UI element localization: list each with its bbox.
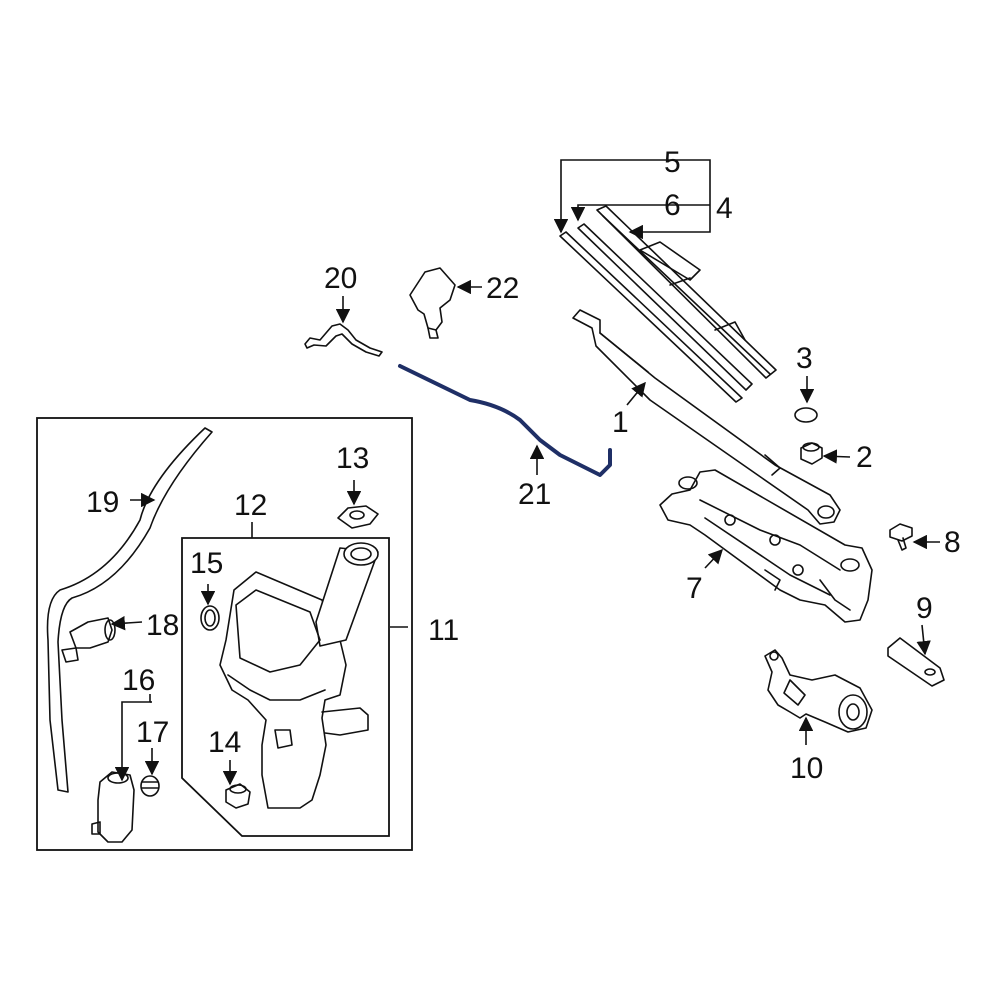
callout-14[interactable]: 14: [208, 726, 241, 759]
callout-10[interactable]: 10: [790, 752, 823, 785]
wiper-arm[interactable]: [572, 309, 841, 525]
callout-9[interactable]: 9: [916, 592, 933, 625]
callout-18[interactable]: 18: [146, 609, 179, 642]
wiper-blade-refill[interactable]: [559, 223, 753, 403]
washer-kit-frame: [36, 417, 413, 851]
washer-hose-highlighted[interactable]: [398, 364, 612, 477]
wiper-blade-assembly[interactable]: [596, 205, 777, 379]
callout-19[interactable]: 19: [86, 486, 119, 519]
hose-clip[interactable]: [304, 323, 383, 357]
callout-13[interactable]: 13: [336, 442, 369, 475]
washer-ring[interactable]: [794, 407, 818, 423]
callout-16[interactable]: 16: [122, 664, 155, 697]
callout-8[interactable]: 8: [944, 526, 961, 559]
callout-12[interactable]: 12: [234, 489, 267, 522]
callout-2[interactable]: 2: [856, 441, 873, 474]
reservoir-grommet[interactable]: [200, 605, 220, 631]
callout-7[interactable]: 7: [686, 572, 703, 605]
reservoir-subframe: [181, 537, 390, 837]
callout-20[interactable]: 20: [324, 262, 357, 295]
leader-lines: [110, 159, 940, 786]
callout-11[interactable]: 11: [428, 614, 459, 647]
callout-5[interactable]: 5: [664, 146, 681, 179]
washer-hose-long[interactable]: [46, 427, 213, 793]
callout-21[interactable]: 21: [518, 478, 551, 511]
washer-nozzle[interactable]: [409, 267, 456, 339]
mounting-bolt[interactable]: [889, 523, 913, 551]
wiper-linkage[interactable]: [659, 469, 873, 623]
callout-17[interactable]: 17: [136, 716, 169, 749]
washer-reservoir[interactable]: [219, 542, 379, 809]
callout-15[interactable]: 15: [190, 547, 223, 580]
arm-nut[interactable]: [800, 442, 823, 465]
callout-labels: 1 2 3 4 5 6 7 8 9 10 11 12 13 14 15 16 1…: [86, 146, 961, 785]
callout-3[interactable]: 3: [796, 342, 813, 375]
callout-6[interactable]: 6: [664, 189, 681, 222]
callout-1[interactable]: 1: [612, 406, 629, 439]
callout-22[interactable]: 22: [486, 272, 519, 305]
reservoir-cap[interactable]: [337, 505, 379, 529]
linkage-bracket[interactable]: [887, 637, 945, 687]
pump-grommet[interactable]: [140, 775, 160, 797]
hose-connector[interactable]: [61, 617, 116, 663]
wiper-motor[interactable]: [764, 649, 873, 733]
reservoir-clip[interactable]: [225, 783, 251, 809]
callout-4[interactable]: 4: [716, 192, 733, 225]
washer-pump[interactable]: [91, 771, 135, 843]
